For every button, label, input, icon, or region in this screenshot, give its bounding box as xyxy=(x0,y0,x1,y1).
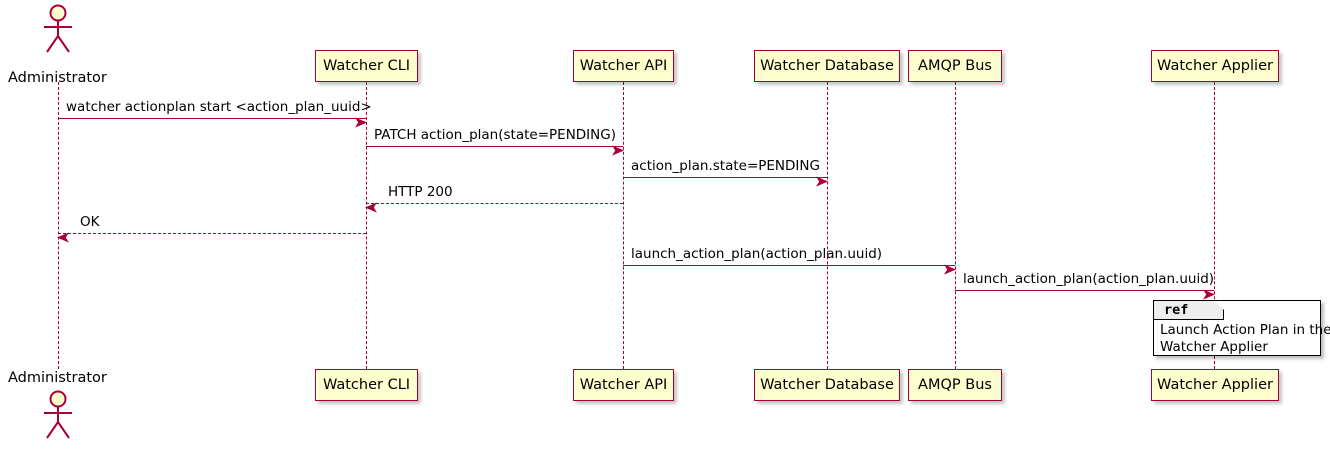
message-2: PATCH action_plan(state=PENDING) xyxy=(366,127,624,156)
message-line xyxy=(623,265,955,266)
message-line xyxy=(623,177,827,178)
lifeline-watcher-applier xyxy=(1214,82,1215,369)
participant-watcher-api-bottom[interactable]: Watcher API xyxy=(573,369,674,401)
actor-administrator-top xyxy=(36,4,80,54)
message-line xyxy=(58,118,366,119)
message-4: HTTP 200 xyxy=(365,184,623,213)
participant-amqp-bus-top[interactable]: AMQP Bus xyxy=(908,50,1002,82)
message-label: launch_action_plan(action_plan.uuid) xyxy=(631,246,883,262)
arrowhead-icon xyxy=(816,172,828,187)
arrowhead-icon xyxy=(1203,285,1215,300)
participant-watcher-applier-top[interactable]: Watcher Applier xyxy=(1151,50,1279,82)
message-label: watcher actionplan start <action_plan_uu… xyxy=(66,99,372,115)
ref-fragment-line: Launch Action Plan in the xyxy=(1160,322,1330,338)
participant-watcher-cli-bottom[interactable]: Watcher CLI xyxy=(315,369,418,401)
participant-watcher-applier-bottom[interactable]: Watcher Applier xyxy=(1151,369,1279,401)
message-5: OK xyxy=(57,214,366,243)
participant-amqp-bus-bottom[interactable]: AMQP Bus xyxy=(908,369,1002,401)
message-line xyxy=(366,146,623,147)
participant-label: Watcher API xyxy=(579,377,668,393)
message-line xyxy=(58,233,366,234)
message-label: action_plan.state=PENDING xyxy=(631,158,820,174)
message-1: watcher actionplan start <action_plan_uu… xyxy=(58,99,372,128)
message-label: OK xyxy=(80,214,100,230)
participant-label: Watcher CLI xyxy=(322,377,411,393)
arrowhead-icon xyxy=(355,113,367,128)
ref-fragment-tab-label: ref xyxy=(1164,302,1189,318)
participant-label: AMQP Bus xyxy=(918,377,992,393)
actor-label-administrator-top: Administrator xyxy=(8,70,107,86)
participant-label: Watcher Database xyxy=(760,377,894,393)
arrowhead-icon xyxy=(944,260,956,275)
lifeline-watcher-database xyxy=(827,82,828,369)
participant-watcher-api-top[interactable]: Watcher API xyxy=(573,50,674,82)
participant-watcher-database-top[interactable]: Watcher Database xyxy=(754,50,900,82)
arrowhead-icon xyxy=(57,228,69,243)
message-label: HTTP 200 xyxy=(388,184,453,200)
participant-label: AMQP Bus xyxy=(918,58,992,74)
participant-label: Watcher CLI xyxy=(322,58,411,74)
lifeline-watcher-cli xyxy=(366,82,367,369)
message-label: PATCH action_plan(state=PENDING) xyxy=(374,127,616,143)
message-label: launch_action_plan(action_plan.uuid) xyxy=(963,271,1215,287)
participant-watcher-database-bottom[interactable]: Watcher Database xyxy=(754,369,900,401)
participant-label: Watcher API xyxy=(579,58,668,74)
lifeline-amqp-bus xyxy=(955,82,956,369)
lifeline-watcher-api xyxy=(623,82,624,369)
message-7: launch_action_plan(action_plan.uuid) xyxy=(955,271,1215,300)
actor-label-administrator-bottom: Administrator xyxy=(8,370,107,386)
participant-watcher-cli-top[interactable]: Watcher CLI xyxy=(315,50,418,82)
message-line xyxy=(366,203,623,204)
participant-label: Watcher Applier xyxy=(1157,58,1273,74)
arrowhead-icon xyxy=(365,198,377,213)
lifeline-administrator xyxy=(58,82,59,369)
message-6: launch_action_plan(action_plan.uuid) xyxy=(623,246,956,275)
message-3: action_plan.state=PENDING xyxy=(623,158,828,187)
message-line xyxy=(955,290,1214,291)
arrowhead-icon xyxy=(612,141,624,156)
ref-fragment-tab: ref xyxy=(1154,301,1224,320)
participant-label: Watcher Database xyxy=(760,58,894,74)
ref-fragment-line: Watcher Applier xyxy=(1160,338,1268,355)
actor-administrator-bottom xyxy=(36,390,80,440)
participant-label: Watcher Applier xyxy=(1157,377,1273,393)
